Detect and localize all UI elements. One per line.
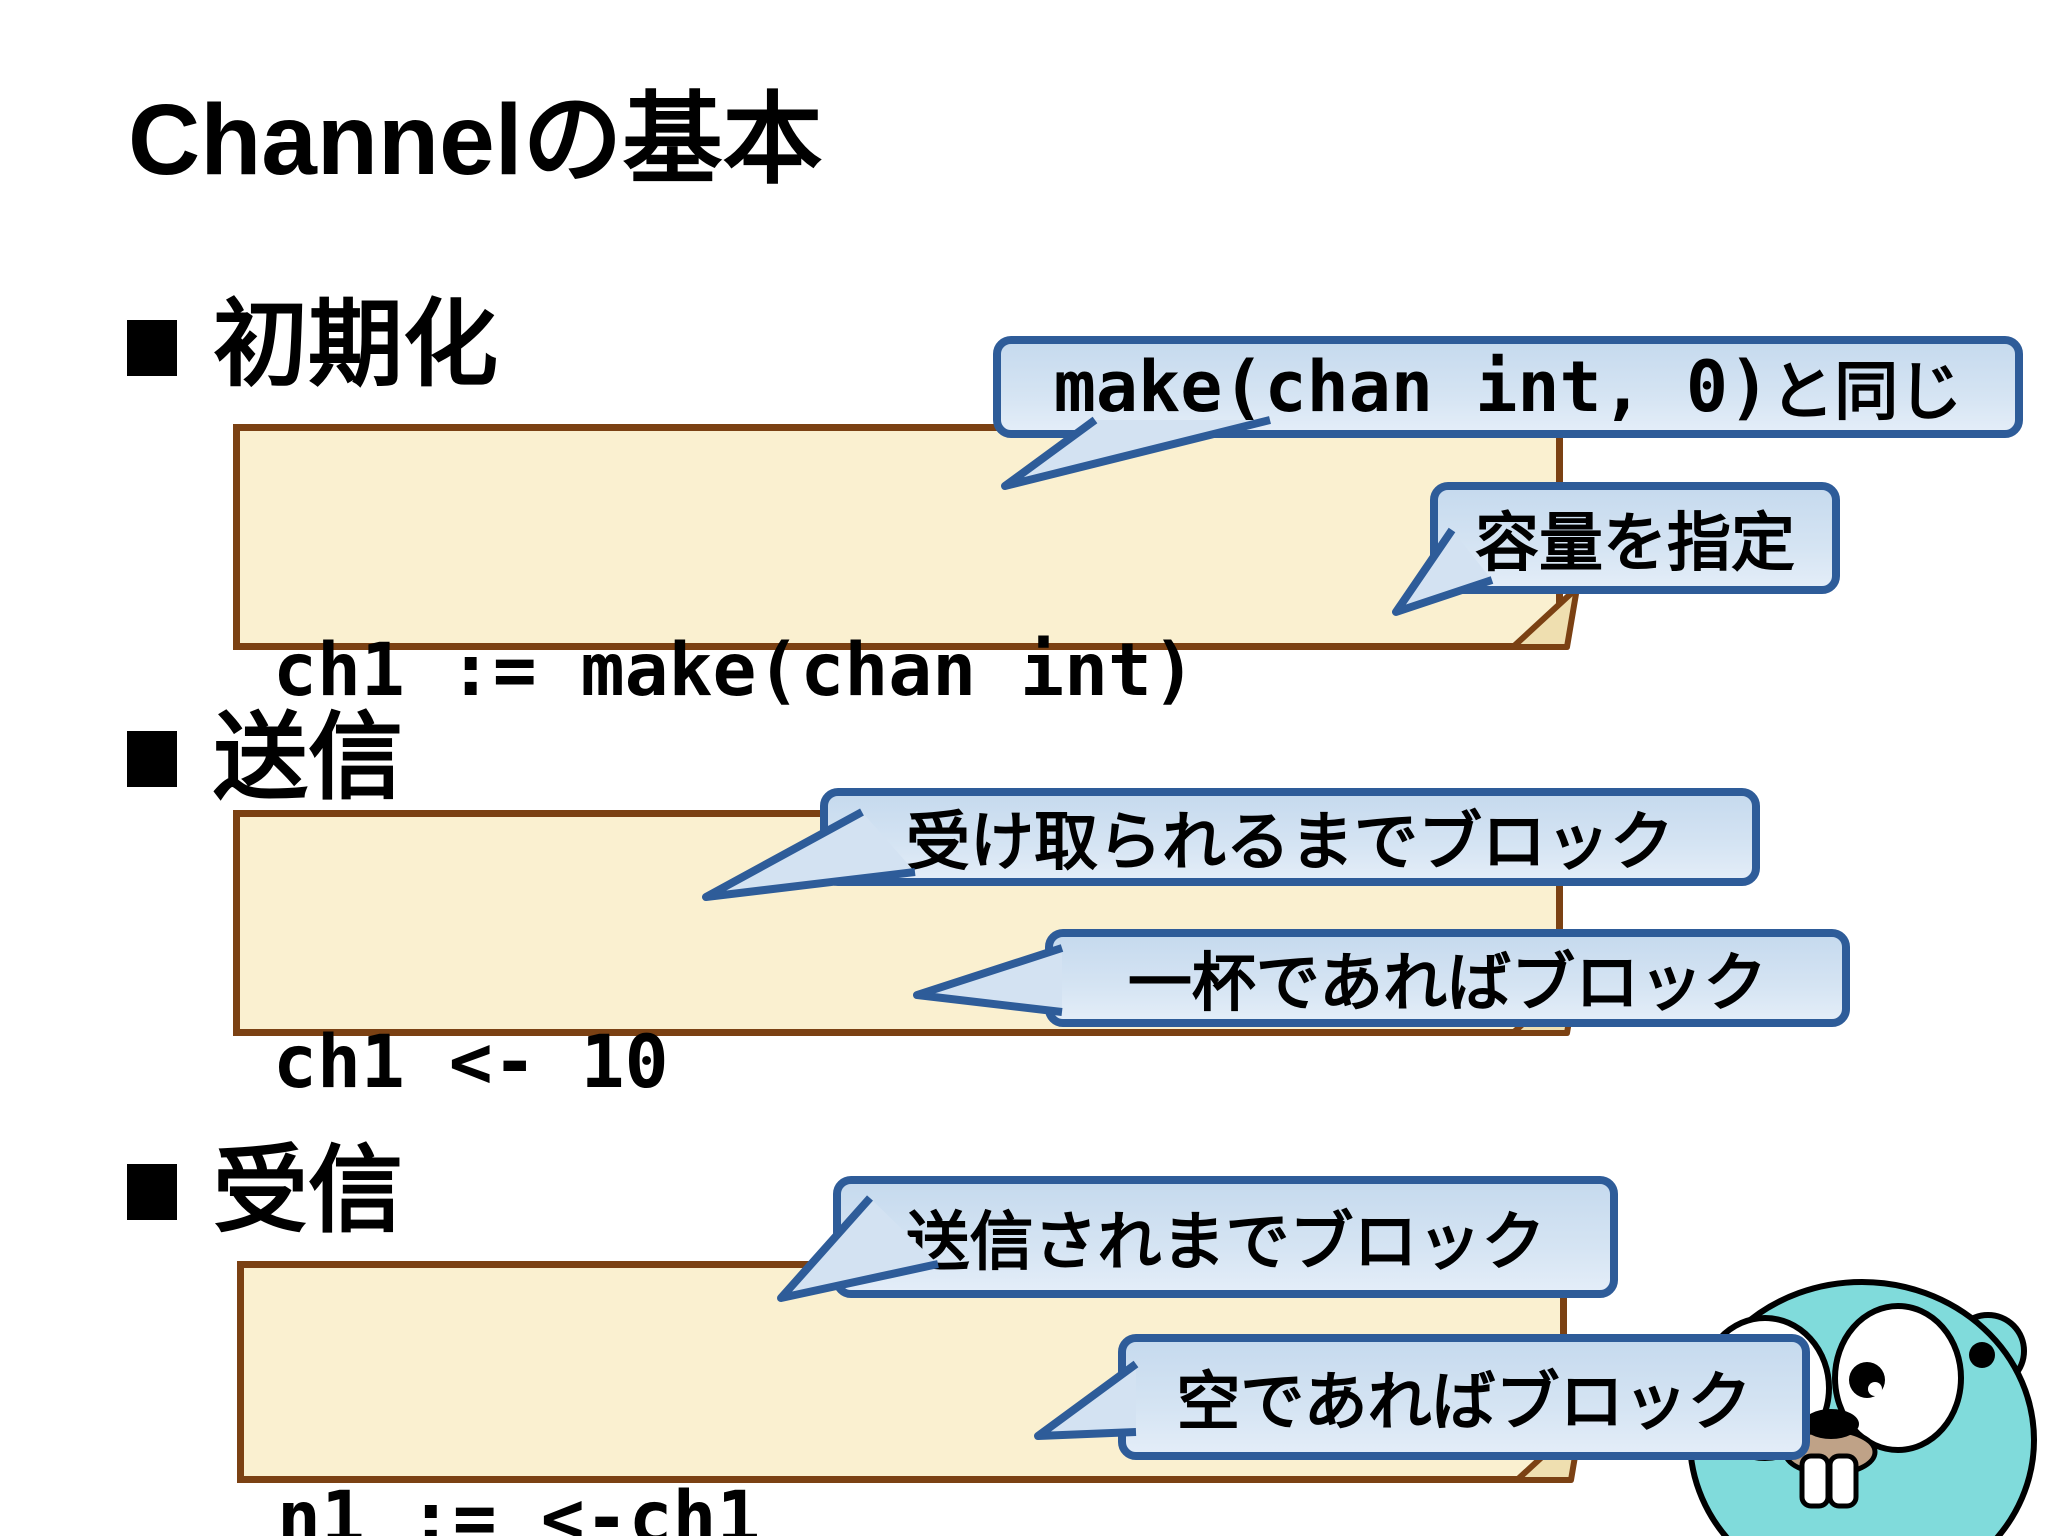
gopher-tooth bbox=[1827, 1453, 1859, 1509]
section-heading-init: 初期化 bbox=[213, 292, 499, 398]
gopher-pupil-glint bbox=[1868, 1382, 1882, 1396]
speech-bubble-recv-wait: 送信されまでブロック bbox=[833, 1176, 1618, 1298]
bubble-code-text: make(chan int, 0) bbox=[1053, 346, 1771, 428]
gopher-tooth bbox=[1799, 1453, 1831, 1509]
speech-bubble-send-full: 一杯であればブロック bbox=[1045, 929, 1850, 1027]
bullet-square-icon bbox=[127, 320, 177, 376]
gopher-nose bbox=[1803, 1409, 1859, 1439]
code-line: ch1 <- 10 bbox=[273, 1020, 669, 1105]
bubble-suffix-text: と同じ bbox=[1770, 356, 1963, 428]
code-line: n1 := <-ch1 bbox=[277, 1476, 761, 1536]
bullet-square-icon bbox=[127, 1164, 177, 1220]
speech-bubble-same-as: make(chan int, 0)と同じ bbox=[993, 336, 2023, 438]
bullet-square-icon bbox=[127, 731, 177, 787]
page-title: Channelの基本 bbox=[128, 84, 823, 196]
section-heading-recv: 受信 bbox=[213, 1138, 404, 1244]
gopher-right-eye bbox=[1832, 1303, 1964, 1453]
speech-bubble-send-unbuffered: 受け取られるまでブロック bbox=[820, 788, 1760, 886]
speech-bubble-recv-empty: 空であればブロック bbox=[1118, 1334, 1810, 1460]
speech-bubble-capacity: 容量を指定 bbox=[1430, 482, 1840, 594]
code-line: ch1 := make(chan int) bbox=[273, 628, 1196, 713]
go-gopher-icon bbox=[1687, 1279, 2037, 1536]
gopher-ear-dot bbox=[1969, 1342, 1995, 1368]
code-box-init: ch1 := make(chan int) ch2 := make(chan i… bbox=[233, 424, 1563, 980]
section-heading-send: 送信 bbox=[213, 705, 404, 811]
